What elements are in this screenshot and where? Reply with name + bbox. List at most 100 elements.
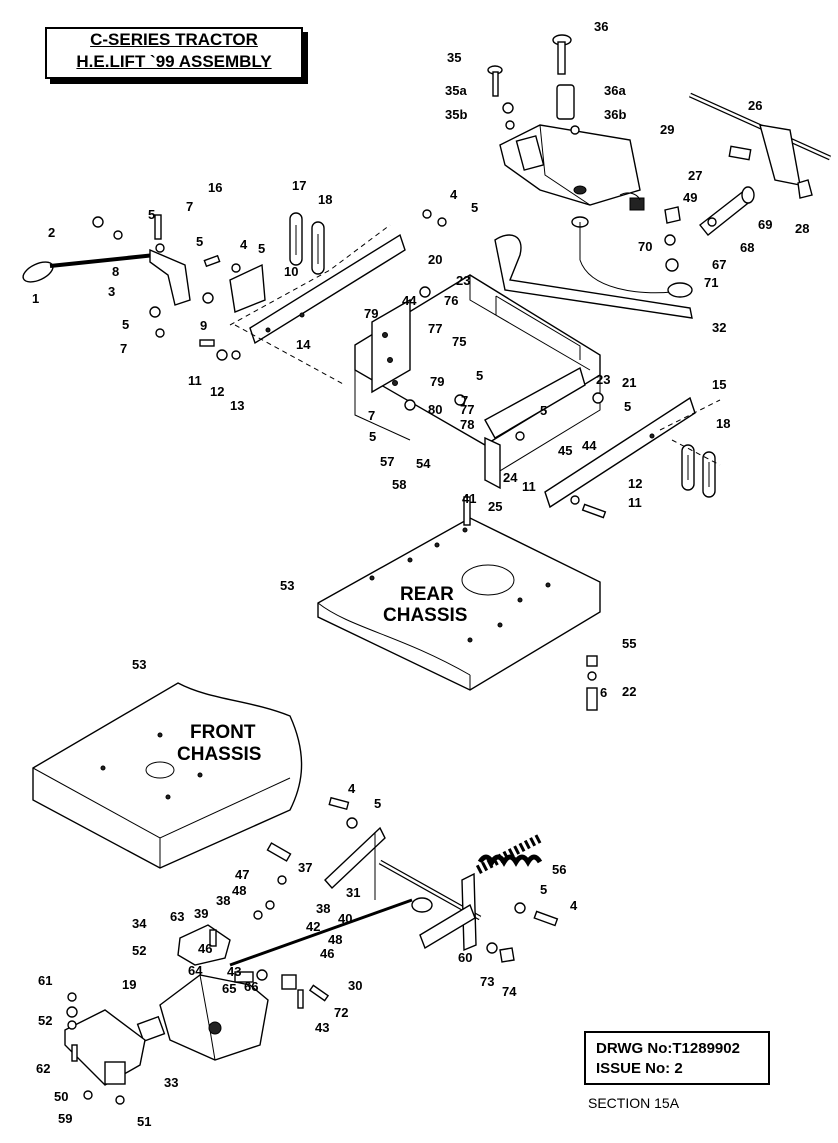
lift-arm-32 [494,216,693,319]
front-linkage-assembly [229,826,482,967]
callout: 42 [306,919,320,934]
callout: 76 [444,293,458,308]
callout: 68 [740,240,754,255]
callout: 48 [232,883,246,898]
callout: 43 [227,964,241,979]
callout: 29 [660,122,674,137]
actuator-motor-front [136,974,269,1061]
section-label: SECTION 15A [588,1095,680,1111]
callout: 7 [120,341,127,356]
rear-chassis-label-line2: CHASSIS [383,605,467,626]
slotted-links-lower [681,444,716,498]
callout: 32 [712,320,726,335]
callout: 72 [334,1005,348,1020]
callout: 5 [476,368,483,383]
pivot-pin-69 [699,186,755,236]
slotted-links-upper [289,212,325,275]
callout: 66 [244,979,258,994]
callout: 17 [292,178,306,193]
bolt-35 [487,65,503,97]
callout: 49 [683,190,697,205]
callout-labels: 1 2 3 4 4 4 4 5 5 5 5 5 5 5 5 5 5 5 6 7 … [32,19,809,1129]
callout: 79 [364,306,378,321]
callout: 5 [540,882,547,897]
callout: 5 [540,403,547,418]
callout: 44 [402,293,417,308]
callout: 59 [58,1111,72,1126]
callout: 45 [558,443,572,458]
callout: 46 [198,941,212,956]
callout: 19 [122,977,136,992]
callout: 18 [716,416,730,431]
rear-chassis-label-line1: REAR [400,584,454,605]
callout: 36 [594,19,608,34]
callout: 4 [570,898,578,913]
callout: 62 [36,1061,50,1076]
callout: 23 [456,273,470,288]
callout: 10 [284,264,298,279]
drawing-title-line1: C-SERIES TRACTOR [90,30,258,49]
callout: 11 [628,495,642,510]
bracket-25 [484,366,586,490]
callout: 1 [32,291,39,306]
callout: 12 [628,476,642,491]
drawing-number: DRWG No:T1289902 [596,1040,740,1057]
actuator-motor-rear [499,124,645,211]
lift-lever [22,248,191,306]
callout: 25 [488,499,502,514]
callout: 52 [38,1013,52,1028]
callout: 4 [240,237,248,252]
callout: 13 [230,398,244,413]
callout: 35a [445,83,467,98]
callout: 78 [460,417,474,432]
callout: 61 [38,973,52,988]
callout: 7 [368,408,375,423]
callout: 52 [132,943,146,958]
callout: 28 [795,221,809,236]
callout: 44 [582,438,597,453]
hardware-fasteners [66,102,813,1105]
callout: 33 [164,1075,178,1090]
callout: 63 [170,909,184,924]
callout: 36b [604,107,626,122]
callout: 9 [200,318,207,333]
callout: 79 [430,374,444,389]
callout: 21 [622,375,636,390]
callout: 11 [188,373,202,388]
callout: 75 [452,334,466,349]
front-chassis-label-line1: FRONT [190,722,256,743]
callout: 7 [461,393,468,408]
bolt-36 [552,34,575,120]
drawing-info-box: DRWG No:T1289902 ISSUE No: 2 [584,1031,770,1085]
shaft-26 [688,92,832,186]
callout: 5 [369,429,376,444]
callout: 48 [328,932,342,947]
callout: 27 [688,168,702,183]
callout: 18 [318,192,332,207]
callout: 5 [122,317,129,332]
bracket-33 [64,1009,146,1086]
callout: 31 [346,885,360,900]
callout: 2 [48,225,55,240]
callout: 70 [638,239,652,254]
callout: 80 [428,402,442,417]
callout: 41 [462,491,476,506]
callout: 35b [445,107,467,122]
issue-number: ISSUE No: 2 [596,1060,683,1077]
bracket-34 [177,924,231,966]
callout: 5 [258,241,265,256]
callout: 64 [188,963,203,978]
callout: 5 [471,200,478,215]
spring-56 [475,834,543,874]
callout: 53 [280,578,294,593]
front-chassis-label-line2: CHASSIS [177,744,261,765]
callout: 69 [758,217,772,232]
rear-chassis-plate [317,517,601,691]
callout: 43 [315,1020,329,1035]
callout: 37 [298,860,312,875]
callout: 35 [447,50,461,65]
callout: 50 [54,1089,68,1104]
callout: 8 [112,264,119,279]
